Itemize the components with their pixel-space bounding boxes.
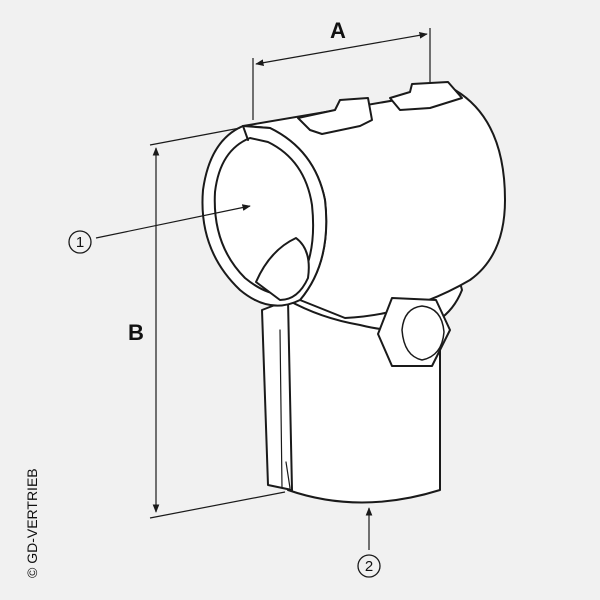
callout-2-circle	[357, 554, 381, 578]
top-slot-1	[297, 97, 373, 135]
top-slot-2	[389, 81, 463, 111]
socket-slit-flange	[261, 299, 293, 491]
dimension-a-line	[255, 31, 428, 67]
callout-2-number: 2	[365, 558, 373, 575]
dimension-b-extension-top	[149, 127, 241, 146]
hex-bolt-face	[401, 305, 445, 361]
dimension-b-extension-bottom	[149, 491, 286, 519]
tee-clamp-part	[201, 81, 506, 504]
callout-1-circle	[68, 230, 92, 254]
copyright-text: © GD-VERTRIEB	[24, 468, 40, 578]
inner-socket-opening	[255, 237, 310, 301]
callout-1-leader	[95, 204, 251, 239]
dimension-a-label: A	[330, 18, 346, 43]
callout-1-number: 1	[76, 234, 84, 251]
dimension-a	[252, 28, 431, 120]
callout-2: 2	[357, 507, 381, 578]
dimension-b-label: B	[128, 320, 144, 345]
callout-1: 1	[68, 204, 251, 254]
dimension-b	[149, 127, 286, 519]
